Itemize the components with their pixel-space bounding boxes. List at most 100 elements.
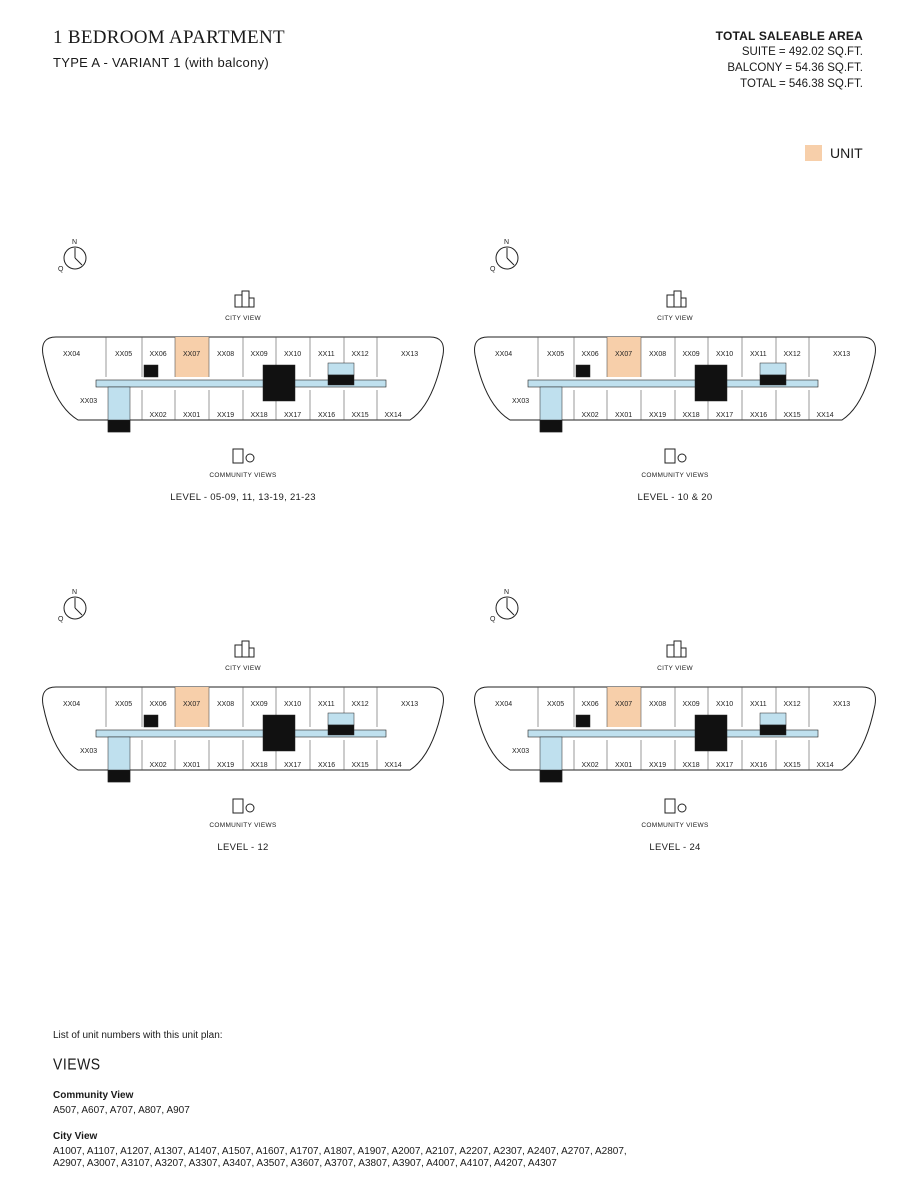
area-total: TOTAL = 546.38 SQ.FT. — [740, 78, 863, 90]
city-view-units-line1: A1007, A1107, A1207, A1307, A1407, A1507… — [53, 1146, 627, 1157]
unit-label: XX05 — [115, 701, 132, 708]
unit-label: XX08 — [649, 351, 666, 358]
city-view-icon — [234, 640, 255, 658]
level-label: LEVEL - 24 — [649, 842, 701, 853]
unit-label: XX14 — [817, 412, 834, 419]
level-label: LEVEL - 10 & 20 — [637, 492, 713, 503]
unit-label: XX09 — [683, 701, 700, 708]
unit-label: XX01 — [615, 412, 632, 419]
compass-n-label: N — [72, 239, 77, 246]
unit-label: XX03 — [512, 398, 529, 405]
core-block — [327, 362, 355, 376]
community-view-icon — [664, 798, 687, 814]
unit-label: XX16 — [318, 412, 335, 419]
unit-label: XX03 — [80, 748, 97, 755]
unit-label: XX19 — [217, 412, 234, 419]
city-view-icon — [234, 290, 255, 308]
unit-label: XX12 — [784, 351, 801, 358]
unit-label: XX17 — [716, 412, 733, 419]
unit-label: XX17 — [284, 762, 301, 769]
unit-label: XX02 — [150, 412, 167, 419]
legend-label: UNIT — [830, 145, 863, 161]
unit-label: XX06 — [150, 351, 167, 358]
unit-list-intro: List of unit numbers with this unit plan… — [53, 1030, 223, 1041]
compass-icon: NQ — [58, 239, 87, 273]
unit-label: XX19 — [649, 412, 666, 419]
unit-label: XX03 — [512, 748, 529, 755]
page-subtitle: TYPE A - VARIANT 1 (with balcony) — [53, 55, 270, 70]
unit-label: XX05 — [547, 351, 564, 358]
unit-label: XX12 — [784, 701, 801, 708]
building-outline — [474, 336, 876, 421]
unit-label: XX02 — [582, 762, 599, 769]
compass-q-label: Q — [58, 266, 64, 273]
core-block — [327, 712, 355, 726]
unit-label: XX11 — [318, 351, 335, 358]
unit-label: XX10 — [284, 351, 301, 358]
core-block — [694, 714, 728, 752]
unit-label: XX12 — [352, 701, 369, 708]
level-label: LEVEL - 05-09, 11, 13-19, 21-23 — [170, 492, 316, 503]
unit-label: XX14 — [385, 412, 402, 419]
unit-label: XX18 — [683, 412, 700, 419]
community-view-units: A507, A607, A707, A807, A907 — [53, 1105, 190, 1116]
unit-label: XX04 — [495, 351, 512, 358]
unit-label: XX13 — [401, 351, 418, 358]
core-block — [143, 714, 159, 728]
area-heading: TOTAL SALEABLE AREA — [715, 29, 863, 43]
unit-label: XX08 — [649, 701, 666, 708]
compass-icon: NQ — [58, 589, 87, 623]
highlight-unit — [607, 337, 641, 377]
corridor — [95, 729, 387, 738]
compass-q-label: Q — [490, 266, 496, 273]
building-outline — [42, 686, 444, 771]
compass-n-label: N — [72, 589, 77, 596]
community-view-icon — [232, 448, 255, 464]
city-view-units-line2: A2907, A3007, A3107, A3207, A3307, A3407… — [53, 1158, 557, 1169]
page-title: 1 BEDROOM APARTMENT — [53, 27, 285, 48]
core-block — [107, 419, 131, 433]
community-view-icon — [664, 448, 687, 464]
core-block — [143, 364, 159, 378]
building-outline — [474, 686, 876, 771]
unit-label: XX15 — [352, 412, 369, 419]
unit-label: XX05 — [547, 701, 564, 708]
saleable-area-block: TOTAL SALEABLE AREA SUITE = 492.02 SQ.FT… — [716, 28, 863, 92]
unit-label: XX17 — [284, 412, 301, 419]
unit-label: XX04 — [63, 351, 80, 358]
unit-label: XX01 — [183, 412, 200, 419]
community-views-label: COMMUNITY VIEWS — [641, 822, 709, 829]
unit-label: XX01 — [183, 762, 200, 769]
core-block — [759, 724, 787, 736]
compass-icon: NQ — [490, 589, 519, 623]
core-block — [759, 374, 787, 386]
core-block — [262, 364, 296, 402]
unit-label: XX15 — [784, 412, 801, 419]
core-block — [759, 362, 787, 376]
unit-label: XX19 — [217, 762, 234, 769]
area-suite: SUITE = 492.02 SQ.FT. — [741, 46, 863, 58]
unit-label: XX13 — [833, 351, 850, 358]
compass-q-label: Q — [58, 616, 64, 623]
unit-label: XX07 — [183, 701, 200, 708]
city-view-label: CITY VIEW — [225, 315, 261, 322]
city-view-icon — [666, 290, 687, 308]
building-outline — [42, 336, 444, 421]
core-block — [327, 724, 355, 736]
community-views-label: COMMUNITY VIEWS — [209, 472, 277, 479]
legend: UNIT — [805, 145, 863, 161]
unit-label: XX07 — [615, 351, 632, 358]
unit-label: XX04 — [495, 701, 512, 708]
unit-label: XX18 — [251, 412, 268, 419]
unit-label: XX19 — [649, 762, 666, 769]
area-balcony: BALCONY = 54.36 SQ.FT. — [727, 62, 863, 74]
unit-label: XX06 — [150, 701, 167, 708]
corridor — [527, 729, 819, 738]
legend-swatch — [805, 145, 822, 161]
unit-label: XX16 — [750, 762, 767, 769]
unit-label: XX06 — [582, 701, 599, 708]
